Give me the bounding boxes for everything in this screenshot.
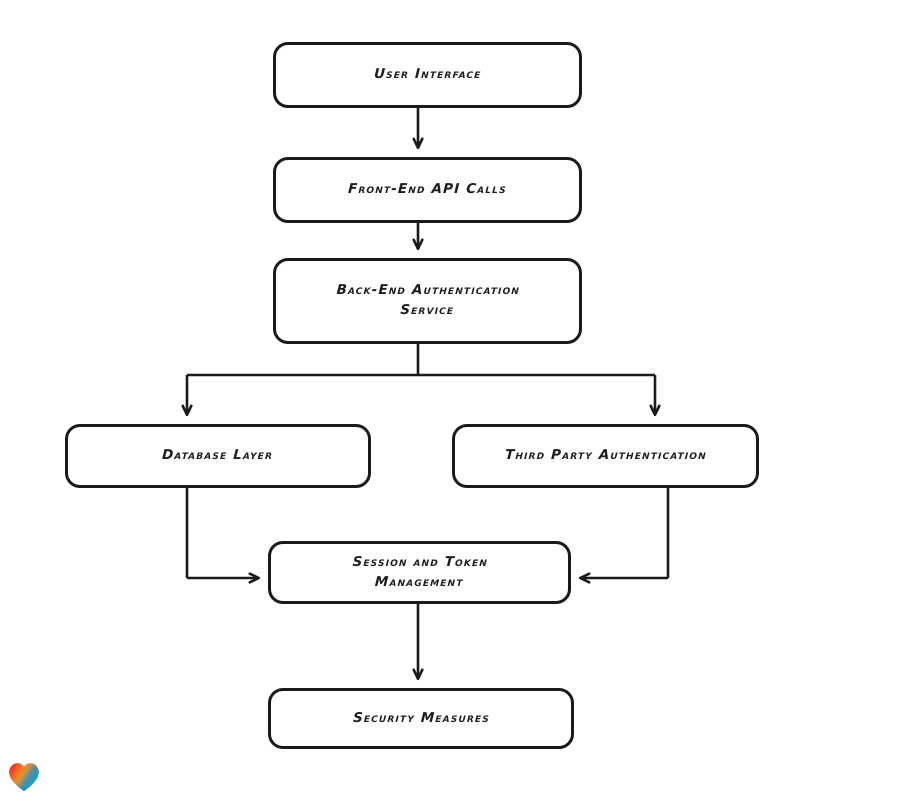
node-database-layer-label: Database Layer (162, 447, 275, 464)
node-user-interface[interactable]: User Interface (273, 42, 582, 108)
node-frontend-api-calls-label: Front-End API Calls (347, 181, 508, 198)
node-frontend-api-calls[interactable]: Front-End API Calls (273, 157, 582, 223)
node-backend-authentication-service-label: Back-End Authentication Service (335, 282, 521, 318)
node-security-measures-label: Security Measures (352, 709, 490, 726)
node-backend-authentication-service[interactable]: Back-End Authentication Service (273, 258, 582, 344)
node-session-and-token-management-label: Session and Token Management (351, 553, 489, 590)
node-third-party-authentication[interactable]: Third Party Authentication (452, 424, 759, 488)
node-security-measures[interactable]: Security Measures (268, 688, 574, 749)
heart-icon (9, 763, 39, 792)
node-session-and-token-management[interactable]: Session and Token Management (268, 541, 571, 604)
node-third-party-authentication-label: Third Party Authentication (504, 447, 707, 464)
node-database-layer[interactable]: Database Layer (65, 424, 371, 488)
node-user-interface-label: User Interface (373, 66, 482, 83)
